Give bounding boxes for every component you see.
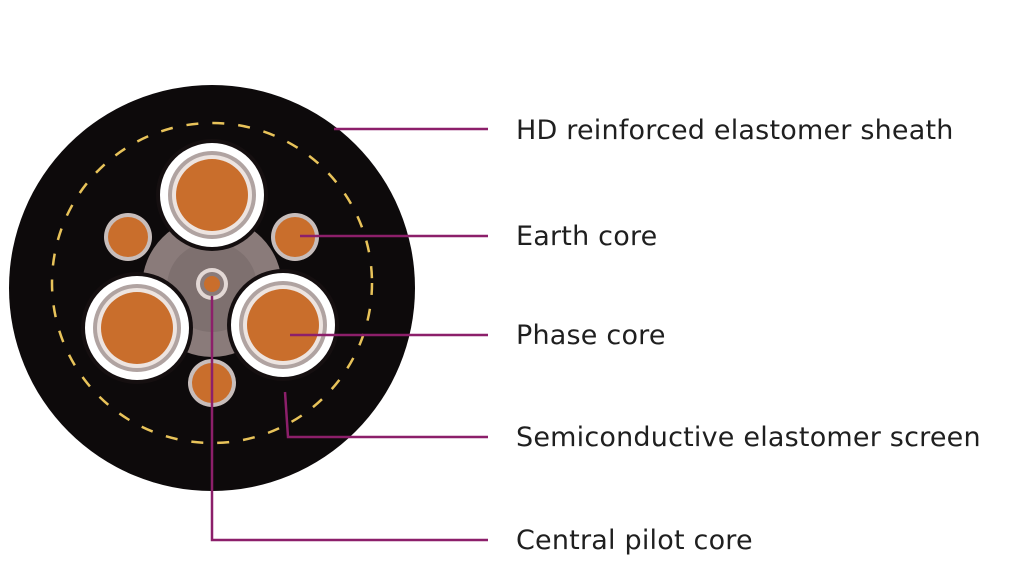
earth-core-right: [271, 213, 319, 261]
leader-line-screen: [283, 391, 488, 439]
phase-core-top: [160, 143, 264, 247]
phase-core-right: [231, 273, 335, 377]
leader-line-pilot-core: [210, 296, 488, 542]
label-central-pilot-core: Central pilot core: [516, 525, 753, 556]
label-phase-core: Phase core: [516, 320, 666, 351]
label-earth-core: Earth core: [516, 221, 658, 252]
reinforcement-ring: [50, 121, 374, 445]
phase-core-left: [85, 276, 189, 380]
leader-lines: [210, 127, 488, 542]
label-semiconductive-screen: Semiconductive elastomer screen: [516, 422, 981, 453]
central-pilot-core: [196, 268, 228, 300]
label-sheath: HD reinforced elastomer sheath: [516, 115, 954, 146]
earth-core-left: [104, 213, 152, 261]
